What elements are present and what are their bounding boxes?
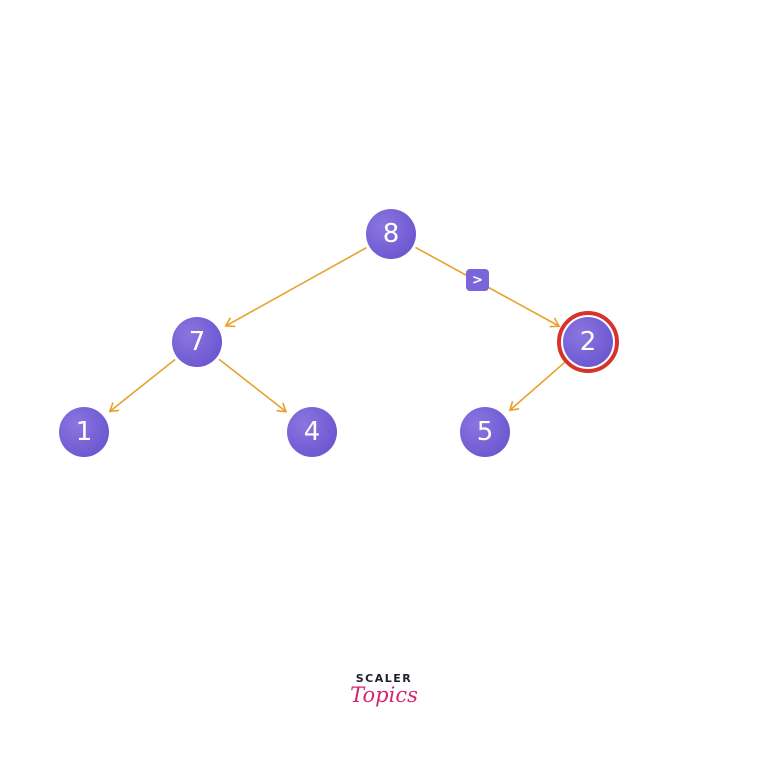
tree-node-7-label: 7	[189, 327, 206, 357]
edge-8-7	[224, 246, 367, 328]
nodes-layer: 8 7 2 1 4 5	[59, 209, 619, 457]
edge-7-4	[218, 358, 288, 413]
tree-node-8-circle	[366, 209, 416, 259]
logo-top-text: SCALER	[355, 672, 413, 685]
tree-node-5-circle	[460, 407, 510, 457]
comparison-badge-label: >	[472, 273, 483, 288]
comparison-badge-box	[466, 269, 489, 291]
tree-node-8-label: 8	[383, 219, 400, 249]
comparison-badge: >	[466, 269, 489, 291]
tree-node-1-circle	[59, 407, 109, 457]
tree-node-4: 4	[287, 407, 337, 457]
tree-node-7-circle	[172, 317, 222, 367]
edge-2-5	[508, 359, 568, 412]
tree-node-1: 1	[59, 407, 109, 457]
tree-node-2-label: 2	[580, 327, 597, 357]
tree-node-4-circle	[287, 407, 337, 457]
scaler-topics-logo: SCALER Topics	[334, 672, 434, 706]
tree-node-2: 2	[557, 311, 619, 373]
tree-node-5-label: 5	[477, 417, 494, 447]
edge-7-1	[108, 358, 176, 413]
tree-node-4-label: 4	[304, 417, 321, 447]
tree-node-1-label: 1	[76, 417, 93, 447]
tree-node-5: 5	[460, 407, 510, 457]
tree-node-2-highlight-ring	[557, 311, 619, 373]
tree-node-8: 8	[366, 209, 416, 259]
tree-node-7: 7	[172, 317, 222, 367]
logo-bottom-text: Topics	[350, 683, 418, 707]
edges-layer	[108, 246, 568, 413]
tree-node-2-circle	[563, 317, 613, 367]
